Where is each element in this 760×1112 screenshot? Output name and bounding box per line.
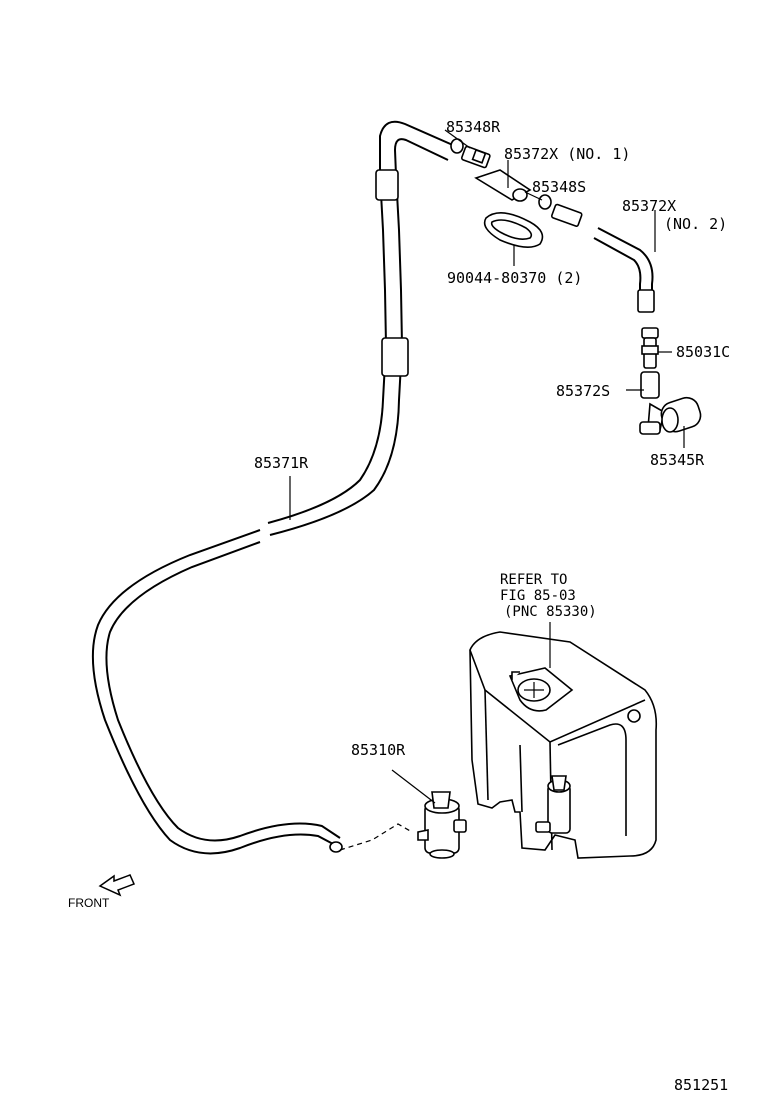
front-label: FRONT: [68, 896, 110, 910]
washer-tank: [469, 631, 658, 859]
joint-85348r: [450, 138, 491, 169]
hose-sleeve-upper: [375, 169, 399, 201]
label-90044-80370: 90044-80370 (2): [447, 269, 582, 287]
connector-85031c: [641, 327, 659, 369]
hose-85372x-no2: [593, 227, 655, 313]
label-85345r: 85345R: [650, 451, 705, 469]
label-85310r: 85310R: [351, 741, 406, 759]
label-85372s: 85372S: [556, 382, 610, 400]
label-85372x-no1: 85372X (NO. 1): [504, 145, 630, 163]
tank-cap: [508, 667, 574, 712]
front-arrow-icon: [98, 874, 136, 897]
hose-end: [329, 841, 343, 853]
joint-85348s: [538, 194, 583, 227]
washer-pump-85310r: [417, 791, 467, 859]
nozzle-85345r: [639, 396, 702, 435]
refer-note-line1: REFER TO: [500, 572, 567, 588]
hose-sleeve-middle: [381, 337, 409, 377]
tank-pump: [535, 775, 571, 834]
pump-connection-dashed: [339, 823, 413, 851]
label-85372x-no2-suffix: (NO. 2): [664, 215, 727, 233]
label-85372x-no2: 85372X: [622, 197, 676, 215]
hose-85371r: [91, 120, 456, 855]
leader-lines: [289, 129, 685, 804]
figure-number: 851251: [674, 1076, 728, 1094]
label-85371r: 85371R: [254, 454, 309, 472]
grommet-90044-80370: [483, 212, 544, 248]
label-85031c: 85031C: [676, 343, 730, 361]
label-85348s: 85348S: [532, 178, 586, 196]
hose-85372x-no1: [474, 169, 532, 202]
hose-85372s: [640, 371, 660, 399]
refer-note-line2: FIG 85-03: [500, 588, 576, 604]
refer-note-line3: (PNC 85330): [504, 604, 597, 620]
label-85348r: 85348R: [446, 118, 501, 136]
